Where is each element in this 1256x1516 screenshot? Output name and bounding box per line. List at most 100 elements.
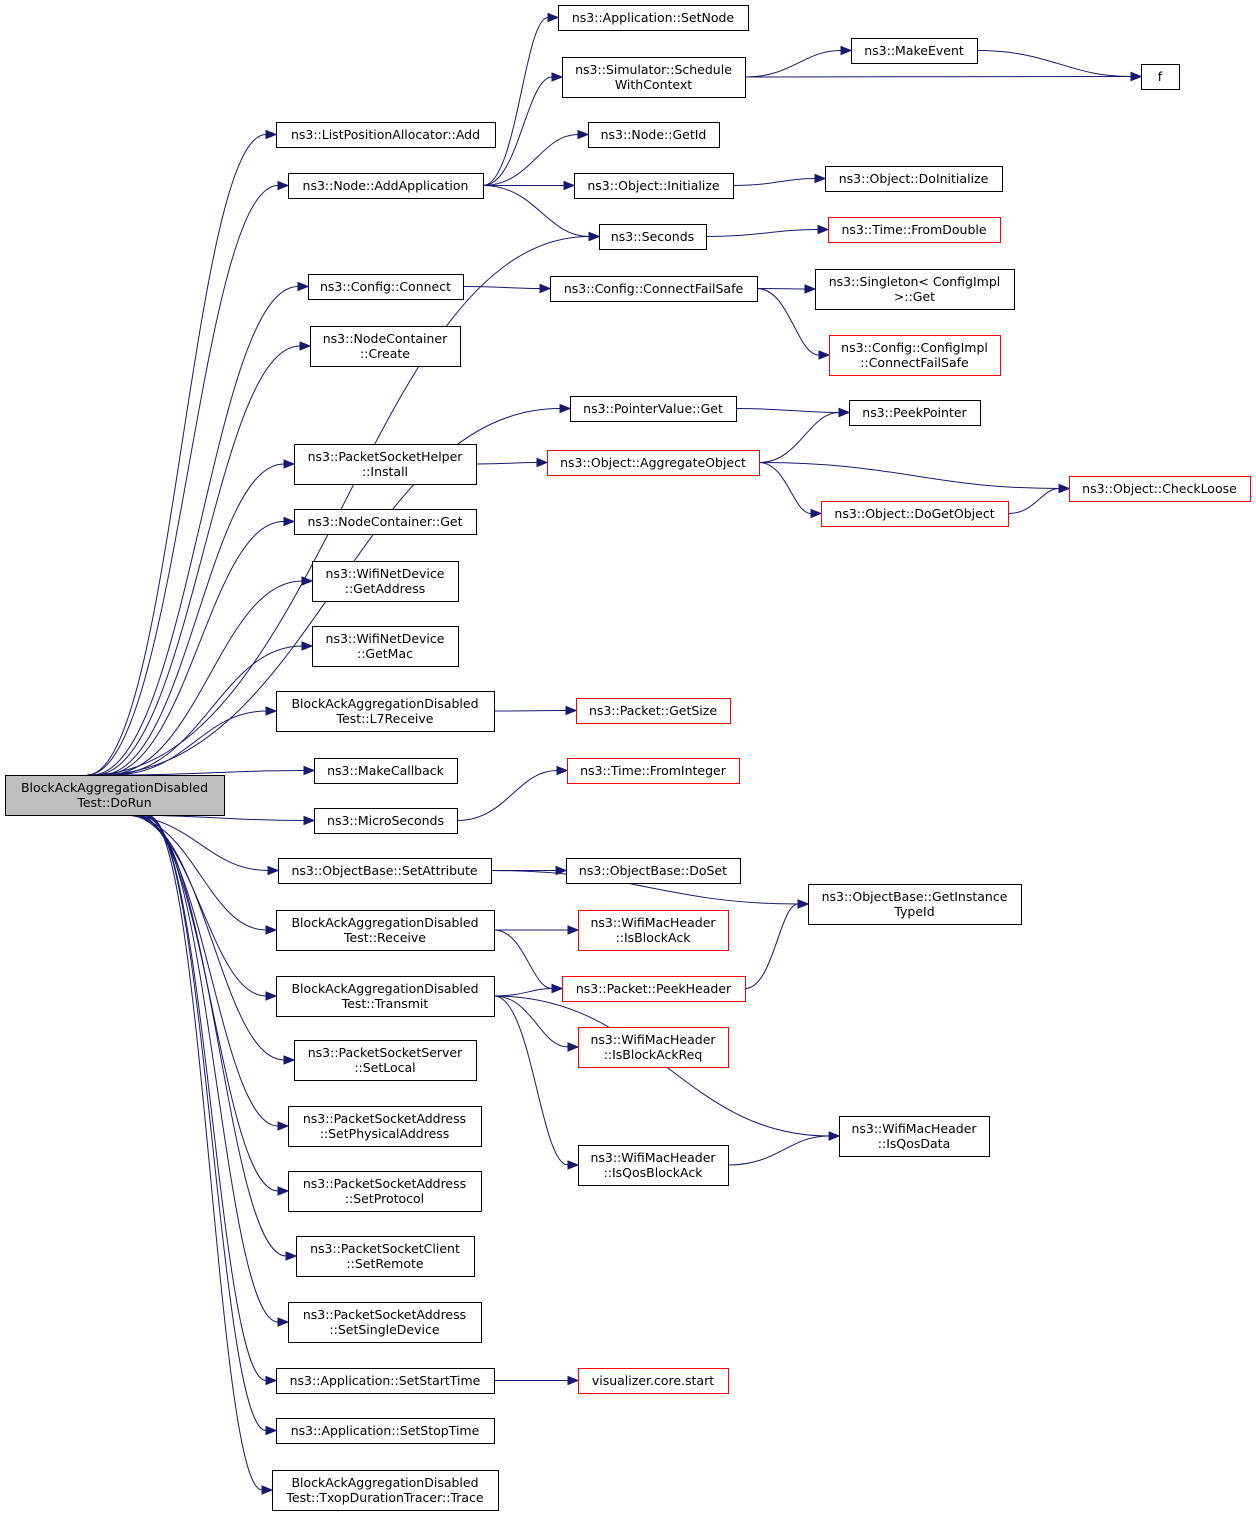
node-pkt_peekheader[interactable]: ns3::Packet::PeekHeader [562,976,746,1002]
node-node_addapp[interactable]: ns3::Node::AddApplication [288,173,484,199]
edge-l7receive-to-pkt_getsize [493,705,578,716]
node-obj_doinit[interactable]: ns3::Object::DoInitialize [825,166,1003,192]
node-label: ns3::WifiMacHeader [590,1150,716,1165]
node-nc_create[interactable]: ns3::NodeContainer::Create [310,326,461,367]
edge-dorun-to-ob_setattr [120,814,280,876]
node-label: ::SetProtocol [345,1191,424,1206]
node-obj_checkloose[interactable]: ns3::Object::CheckLoose [1069,476,1251,502]
node-psa_setsingle[interactable]: ns3::PacketSocketAddress::SetSingleDevic… [288,1302,482,1343]
node-box [825,166,1003,192]
edge-line [493,929,553,989]
node-viz_start[interactable]: visualizer.core.start [578,1368,729,1394]
edge-line [758,412,840,463]
edge-line [143,814,279,1323]
node-label: >::Get [894,289,935,304]
node-wmh_isqosdata[interactable]: ns3::WifiMacHeader::IsQosData [839,1116,990,1157]
arrowhead [551,72,564,82]
node-makecallback[interactable]: ns3::MakeCallback [314,758,458,784]
edge-line [705,229,819,237]
node-label: BlockAckAggregationDisabled [291,915,478,930]
node-label: ns3::Seconds [611,229,694,244]
node-label: Test::Receive [343,930,426,945]
node-singleton_get[interactable]: ns3::Singleton< ConfigImpl>::Get [815,269,1015,310]
edge-line [106,580,303,776]
node-box [570,396,737,422]
node-label: ns3::PacketSocketServer [308,1045,463,1060]
node-label: WithContext [615,77,692,92]
node-psa_setphys[interactable]: ns3::PacketSocketAddress::SetPhysicalAdd… [288,1106,482,1147]
edge-obj_aggregate-to-obj_dogetobject [758,462,823,519]
node-seconds[interactable]: ns3::Seconds [599,224,707,250]
node-time_fromint[interactable]: ns3::Time::FromInteger [567,758,740,784]
edge-dorun-to-wnd_getmac [109,641,314,776]
node-psa_setproto[interactable]: ns3::PacketSocketAddress::SetProtocol [288,1171,482,1212]
node-wmh_isblockack[interactable]: ns3::WifiMacHeader::IsBlockAck [578,910,729,951]
arrowhead [283,459,296,469]
arrowhead [559,403,572,414]
node-cfgimpl_cfs[interactable]: ns3::Config::ConfigImpl::ConnectFailSafe [829,335,1001,376]
node-psc_setremote[interactable]: ns3::PacketSocketClient::SetRemote [296,1236,475,1277]
node-box [562,57,746,98]
node-app_setnode[interactable]: ns3::Application::SetNode [558,5,749,31]
arrowhead [577,129,590,140]
arrowhead [265,991,278,1001]
node-wmh_isqosba[interactable]: ns3::WifiMacHeader::IsQosBlockAck [578,1145,729,1186]
node-box [276,691,495,732]
node-label: ns3::WifiMacHeader [851,1121,977,1136]
edge-line [115,770,305,776]
node-app_setstop[interactable]: ns3::Application::SetStopTime [276,1418,495,1444]
node-obj_init[interactable]: ns3::Object::Initialize [574,173,734,199]
node-wnd_getmac[interactable]: ns3::WifiNetDevice::GetMac [312,626,459,667]
node-psh_install[interactable]: ns3::PacketSocketHelper::Install [294,444,477,485]
node-lpa_add[interactable]: ns3::ListPositionAllocator::Add [276,122,496,148]
node-cfg_connect[interactable]: ns3::Config::Connect [308,274,464,300]
node-ob_setattr[interactable]: ns3::ObjectBase::SetAttribute [278,858,492,884]
node-wmh_isbar[interactable]: ns3::WifiMacHeader::IsBlockAckReq [578,1027,729,1068]
node-node_getid[interactable]: ns3::Node::GetId [588,122,720,148]
node-pkt_getsize[interactable]: ns3::Packet::GetSize [576,698,731,724]
edge-dorun-to-transmit [127,814,278,1001]
arrowhead [297,281,310,292]
node-label: ::SetPhysicalAddress [320,1126,450,1141]
node-label: TypeId [893,904,934,919]
node-pss_setlocal[interactable]: ns3::PacketSocketServer::SetLocal [294,1040,477,1081]
arrowhead [567,925,580,935]
edge-node_addapp-to-node_getid [482,129,590,186]
node-f[interactable]: f [1141,64,1180,90]
node-obj_aggregate[interactable]: ns3::Object::AggregateObject [547,450,760,476]
node-microseconds[interactable]: ns3::MicroSeconds [314,808,458,834]
edge-cfg_connect-to-cfg_cfs [462,283,552,294]
node-cfg_cfs[interactable]: ns3::Config::ConnectFailSafe [550,276,758,302]
edge-line [482,17,549,186]
arrowhead [265,1425,278,1436]
edge-line [976,50,1132,77]
edge-line [744,903,799,989]
node-obj_dogetobject[interactable]: ns3::Object::DoGetObject [821,501,1009,527]
node-label: ns3::Simulator::Schedule [575,62,732,77]
edge-line [1007,488,1060,514]
node-label: ::SetRemote [346,1256,423,1271]
node-makeevent[interactable]: ns3::MakeEvent [851,38,978,64]
node-peekpointer[interactable]: ns3::PeekPointer [849,400,981,426]
node-l7receive[interactable]: BlockAckAggregationDisabledTest::L7Recei… [276,691,495,732]
edge-line [482,76,553,186]
node-transmit[interactable]: BlockAckAggregationDisabledTest::Transmi… [276,976,495,1017]
arrowhead [277,180,290,191]
edge-line [91,286,299,776]
node-ob_doset[interactable]: ns3::ObjectBase::DoSet [566,858,741,884]
node-txop_trace[interactable]: BlockAckAggregationDisabledTest::TxopDur… [272,1470,499,1511]
node-pv_get[interactable]: ns3::PointerValue::Get [570,396,737,422]
edge-node_addapp-to-obj_init [482,180,576,191]
node-nc_get[interactable]: ns3::NodeContainer::Get [294,509,477,535]
node-time_fromdouble[interactable]: ns3::Time::FromDouble [828,217,1001,243]
edge-dorun-to-node_addapp [86,180,290,776]
arrowhead [265,925,278,935]
node-label: ns3::Object::AggregateObject [560,455,746,470]
node-app_setstart[interactable]: ns3::Application::SetStartTime [276,1368,495,1394]
node-label: ns3::Application::SetStopTime [291,1423,480,1438]
node-wnd_getaddr[interactable]: ns3::WifiNetDevice::GetAddress [312,561,459,602]
